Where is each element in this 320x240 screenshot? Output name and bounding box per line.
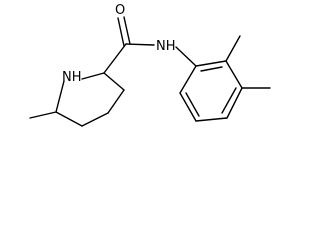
- oxygen-label: O: [115, 3, 125, 18]
- amide-nh-label: NH: [156, 39, 176, 54]
- double-bond-inner-b: [221, 87, 237, 114]
- bond-ar2-methyl: [225, 35, 241, 62]
- bond-amide-n-aryl: [175, 46, 197, 67]
- double-bond-inner-a: [200, 66, 223, 72]
- bond-c6-methyl: [29, 111, 57, 119]
- double-bond-inner-c: [185, 92, 200, 117]
- bond-carbonyl-oxygen-b: [123, 16, 131, 45]
- structure-diagram: O NH NH: [29, 3, 271, 127]
- bond-carbonyl-amide-n: [125, 43, 155, 46]
- bond-c4-c5: [81, 112, 109, 127]
- bond-n1-c2: [81, 72, 105, 80]
- piperidine-ring: [29, 72, 125, 127]
- bond-ar6-ar1: [179, 65, 197, 94]
- bond-ar4-ar5: [195, 117, 228, 122]
- bond-ar3-ar4: [226, 87, 243, 119]
- bond-ar2-ar3: [225, 60, 243, 89]
- bond-c2-carbonyl: [103, 43, 127, 74]
- ring-nh-label: NH: [62, 70, 82, 85]
- bond-carbonyl-oxygen-a: [117, 17, 125, 47]
- bond-c5-c6: [55, 111, 83, 127]
- bond-c3-c4: [107, 89, 125, 114]
- bond-ar1-ar2: [195, 60, 227, 67]
- bond-ar5-ar6: [179, 92, 197, 122]
- amide-group: [103, 16, 197, 74]
- bond-c6-n1: [55, 80, 65, 113]
- benzene-ring: [179, 35, 271, 122]
- bond-c2-c3: [103, 72, 125, 91]
